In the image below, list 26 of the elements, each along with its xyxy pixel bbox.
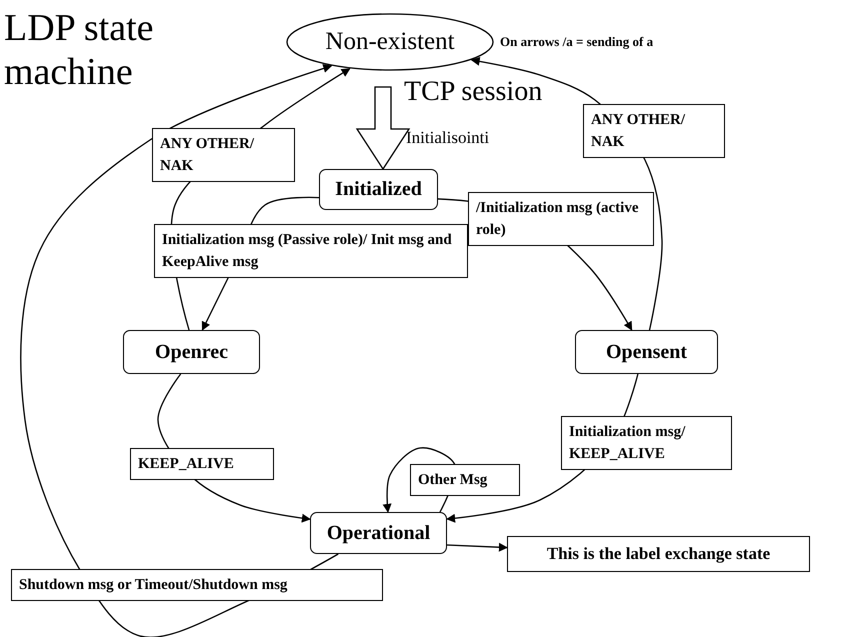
edge-label: Other Msg [410,464,520,496]
note-text: Initialisointi [406,128,490,148]
state-name: Non-existent [325,28,455,56]
note-text: On arrows /a = sending of a [500,34,654,50]
note-text: This is the label exchange state [546,544,770,564]
arrow [446,542,508,552]
state-box [310,512,447,554]
state-ellipse [286,13,494,71]
note-box [507,536,810,572]
state-name: Operational [326,522,430,544]
state-box [123,330,260,374]
edge-label: ANY OTHER/ NAK [152,128,295,182]
edge-label: Initialization msg/ KEEP_ALIVE [561,416,732,470]
state-box [575,330,718,374]
edge-label: /Initialization msg (active role) [468,192,654,246]
state-box [319,169,438,210]
edge-label: KEEP_ALIVE [130,448,274,480]
edge-label: Initialization msg (Passive role)/ Init msg and KeepAlive msg [154,224,468,278]
title: LDP state machine [4,6,155,94]
state-name: Initialized [335,178,422,201]
state-name: Openrec [155,340,228,364]
hollow-arrow [356,86,410,170]
edge-label: ANY OTHER/ NAK [583,104,725,158]
edge-label: TCP session [404,76,542,108]
state-name: Opensent [606,340,688,364]
edge-label: Shutdown msg or Timeout/Shutdown msg [11,569,383,601]
